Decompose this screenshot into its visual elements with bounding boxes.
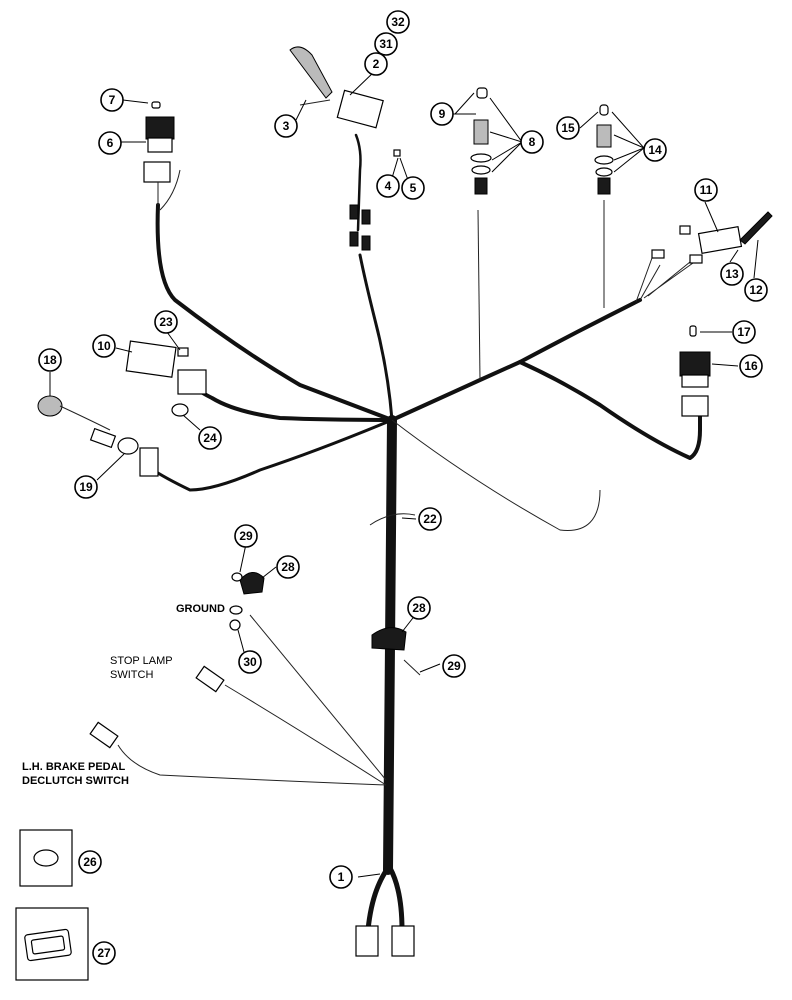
svg-text:28: 28 (412, 601, 426, 615)
callout: 23 (154, 310, 178, 334)
callout: 2 (364, 52, 388, 76)
svg-text:12: 12 (749, 283, 763, 297)
part-light-14 (594, 104, 614, 195)
callout: 24 (198, 426, 222, 450)
svg-text:2: 2 (373, 57, 380, 71)
part-connectors-mid (349, 204, 371, 251)
callout: 17 (732, 320, 756, 344)
svg-text:15: 15 (561, 121, 575, 135)
callout: 10 (92, 334, 116, 358)
callout: 28 (407, 596, 431, 620)
svg-text:29: 29 (239, 529, 253, 543)
callout: 26 (78, 850, 102, 874)
svg-text:17: 17 (737, 325, 751, 339)
svg-text:26: 26 (83, 855, 97, 869)
part-end-connectors (355, 925, 415, 957)
part-lever-switch-2 (289, 46, 401, 157)
part-clip-22 (369, 513, 416, 526)
callout: 31 (374, 32, 398, 56)
svg-text:31: 31 (379, 37, 393, 51)
callout: 7 (100, 88, 124, 112)
part-brake-connector (89, 721, 119, 749)
svg-text:32: 32 (391, 15, 405, 29)
ground-label: GROUND (176, 603, 225, 615)
part-relay-10 (125, 340, 207, 417)
svg-text:4: 4 (385, 179, 392, 193)
callout: 30 (238, 650, 262, 674)
callout: 3 (274, 114, 298, 138)
brake-label-line1: L.H. BRAKE PEDAL (22, 761, 126, 773)
svg-text:10: 10 (97, 339, 111, 353)
callout: 29 (442, 654, 466, 678)
callout: 16 (739, 354, 763, 378)
svg-text:3: 3 (283, 119, 290, 133)
part-clamp-28-b (371, 627, 421, 676)
svg-text:23: 23 (159, 315, 173, 329)
callout: 11 (694, 178, 718, 202)
stop-lamp-label-line1: STOP LAMP (110, 655, 173, 667)
svg-text:1: 1 (338, 870, 345, 884)
callout: 5 (401, 176, 425, 200)
callout: 4 (376, 174, 400, 198)
svg-text:9: 9 (439, 107, 446, 121)
svg-text:24: 24 (203, 431, 217, 445)
leader-lines (49, 69, 759, 878)
svg-text:6: 6 (107, 136, 114, 150)
part-clamp-28-a (229, 572, 265, 631)
callout: 12 (744, 278, 768, 302)
callout: 32 (386, 10, 410, 34)
part-rocker-switch-16 (679, 325, 711, 417)
svg-text:14: 14 (648, 143, 662, 157)
svg-text:7: 7 (109, 93, 116, 107)
callout: 15 (556, 116, 580, 140)
svg-text:29: 29 (447, 659, 461, 673)
svg-text:13: 13 (725, 267, 739, 281)
svg-text:22: 22 (423, 512, 437, 526)
inset-plug-26 (19, 829, 73, 887)
part-light-8 (470, 87, 492, 195)
callout: 8 (520, 130, 544, 154)
part-stop-lamp-connector (195, 665, 225, 693)
stop-lamp-label-line2: SWITCH (110, 669, 153, 681)
svg-text:30: 30 (243, 655, 257, 669)
svg-text:18: 18 (43, 353, 57, 367)
svg-text:11: 11 (700, 183, 713, 197)
callout: 19 (74, 475, 98, 499)
svg-text:27: 27 (97, 946, 111, 960)
callout: 28 (276, 555, 300, 579)
callout: 18 (38, 348, 62, 372)
callout: 14 (643, 138, 667, 162)
svg-text:16: 16 (744, 359, 758, 373)
brake-label-line2: DECLUTCH SWITCH (22, 775, 129, 787)
callout: 13 (720, 262, 744, 286)
callout: 1 (329, 865, 353, 889)
svg-text:8: 8 (529, 135, 536, 149)
part-lever-switch-11 (651, 211, 773, 264)
part-sensor-18 (37, 395, 159, 477)
part-rocker-switch-6 (143, 101, 181, 211)
callout: 6 (98, 131, 122, 155)
callout: 27 (92, 941, 116, 965)
main-harness (117, 133, 702, 933)
callout: 29 (234, 524, 258, 548)
svg-text:19: 19 (79, 480, 93, 494)
callout: 9 (430, 102, 454, 126)
inset-cover-27 (15, 907, 89, 981)
callout: 22 (418, 507, 442, 531)
svg-text:5: 5 (410, 181, 417, 195)
svg-text:28: 28 (281, 560, 295, 574)
